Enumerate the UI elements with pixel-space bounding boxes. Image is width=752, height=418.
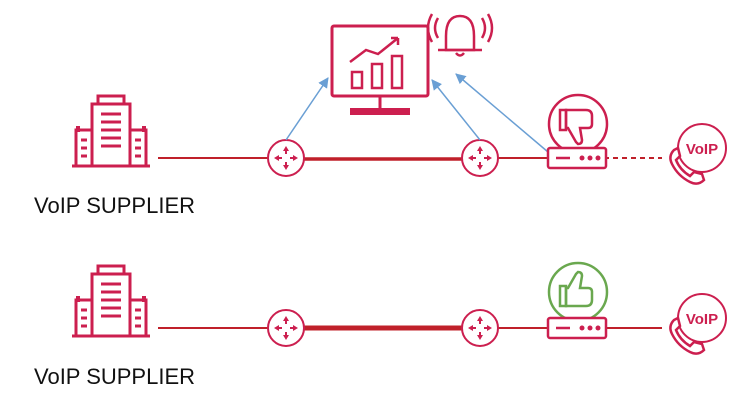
supplier-label: VoIP SUPPLIER [34,364,196,389]
alarm-bell-icon [426,13,494,57]
thumbs-down-icon [547,93,609,155]
monitor-arrow [431,79,481,141]
monitor-chart-icon [330,24,430,115]
building-icon [70,264,152,338]
building-icon [70,94,152,168]
router-icon [267,139,305,177]
monitor-arrow [285,77,329,141]
router-icon [461,309,499,347]
thumbs-up-icon [547,261,609,323]
monitor-arrow [455,73,549,153]
modem-icon [546,146,608,170]
voip-badge: VoIP [686,141,718,158]
supplier-label: VoIP SUPPLIER [34,193,196,218]
router-icon [267,309,305,347]
voip-badge: VoIP [686,311,718,328]
modem-icon [546,316,608,340]
router-icon [461,139,499,177]
